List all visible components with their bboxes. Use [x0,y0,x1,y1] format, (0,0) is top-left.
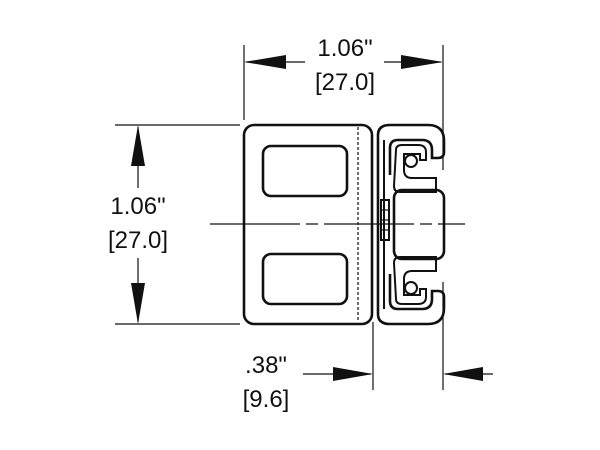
rail-outer-bottom [376,135,446,326]
lower-ball-retainer [392,256,437,305]
lower-window [261,252,349,306]
bottom-width-imperial: .38" [245,352,287,379]
bottom-width-metric: [9.6] [243,386,290,413]
left-height-dimension: 1.06" [27.0] [108,124,240,325]
top-width-dimension: 1.06" [27.0] [243,35,444,170]
upper-ball-retainer [392,144,437,193]
upper-ball-bearing-icon [404,154,418,168]
lower-ball-bearing-icon [404,281,418,295]
arrowhead-left-icon [244,55,286,69]
left-height-imperial: 1.06" [110,193,165,220]
left-height-metric: [27.0] [108,227,168,254]
rail-outer-top [376,123,446,175]
arrowhead-down-icon [131,283,145,324]
upper-window [261,144,349,198]
top-width-imperial: 1.06" [317,35,372,62]
slide-rail-profile [376,123,446,326]
arrowhead-right-icon [333,367,373,381]
inner-slide-member [392,188,446,261]
block-outline [242,123,374,326]
bottom-width-dimension: .38" [9.6] [243,282,493,413]
top-width-metric: [27.0] [315,69,375,96]
arrowhead-right-icon [401,55,443,69]
arrowhead-left-icon [443,367,483,381]
arrowhead-up-icon [131,125,145,166]
mounting-block [242,123,374,326]
